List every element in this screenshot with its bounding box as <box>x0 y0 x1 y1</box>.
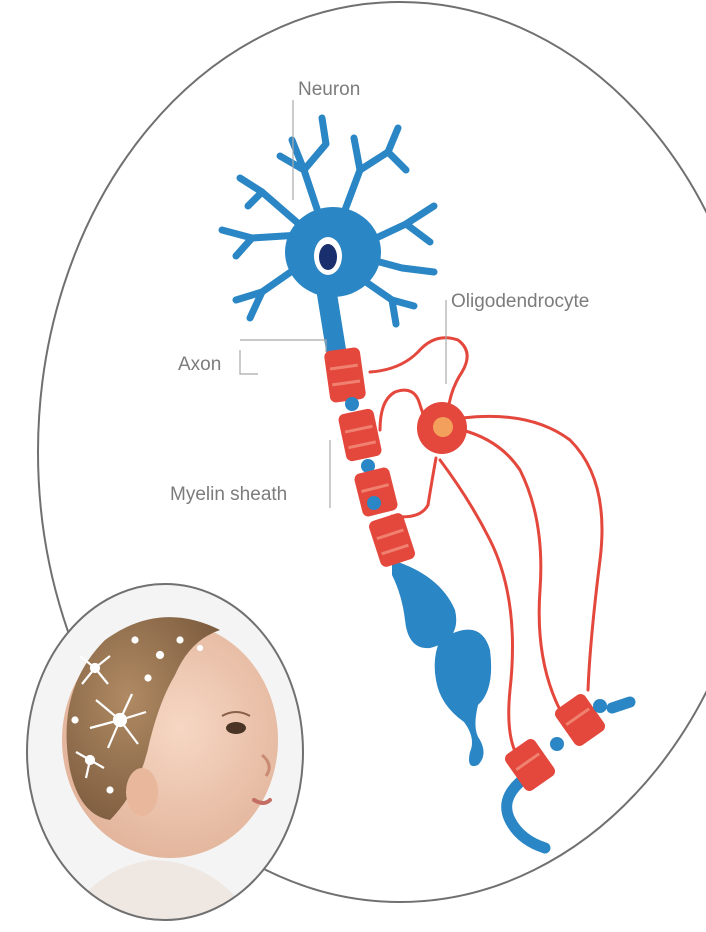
axon-hillock <box>326 288 336 350</box>
label-oligodendrocyte: Oligodendrocyte <box>451 291 589 312</box>
axon-branch-right <box>612 702 630 708</box>
oligodendrocyte-cell-body <box>417 402 467 454</box>
label-neuron: Neuron <box>298 79 360 100</box>
baby-eye <box>226 722 246 734</box>
label-myelin-sheath: Myelin sheath <box>170 484 287 505</box>
label-axon: Axon <box>178 354 221 375</box>
nucleolus <box>319 244 337 270</box>
